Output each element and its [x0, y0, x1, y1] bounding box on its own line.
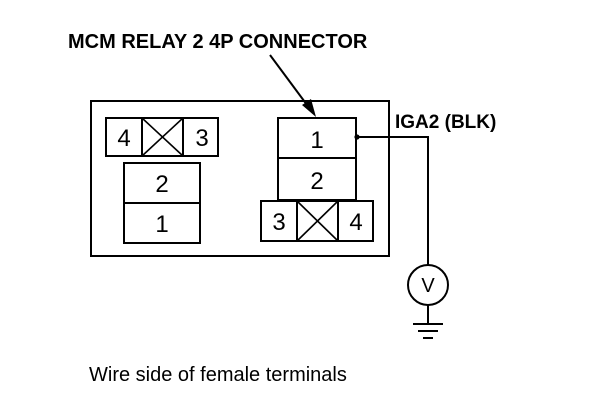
right-cavity: 1 2 3 4	[260, 117, 374, 242]
left-top-row	[105, 117, 219, 157]
right-bottom-row	[260, 200, 374, 242]
blank-cavity-right	[296, 200, 339, 242]
left-cavity: 4 3 2 1	[105, 117, 219, 244]
connector-housing	[90, 100, 390, 257]
right-pin-3: 3	[272, 209, 285, 236]
right-pin-4: 4	[349, 209, 362, 236]
voltmeter-icon: V	[407, 264, 449, 306]
voltmeter-symbol: V	[421, 275, 435, 297]
left-pin-2: 2	[155, 171, 168, 198]
right-pin-2: 2	[310, 168, 323, 195]
left-pin-3: 3	[195, 125, 208, 152]
leader-arrow	[269, 54, 316, 117]
caption: Wire side of female terminals	[89, 364, 347, 386]
left-pin-4: 4	[117, 125, 130, 152]
left-bottom-cell	[123, 202, 201, 244]
wire-label: IGA2 (BLK)	[395, 112, 496, 133]
ground-icon	[413, 305, 443, 339]
probe-wire	[354, 134, 429, 265]
blank-cavity-left	[141, 117, 184, 157]
left-pin-1: 1	[155, 211, 168, 238]
connector-title: MCM RELAY 2 4P CONNECTOR	[68, 31, 368, 53]
right-pin-1: 1	[310, 127, 323, 154]
